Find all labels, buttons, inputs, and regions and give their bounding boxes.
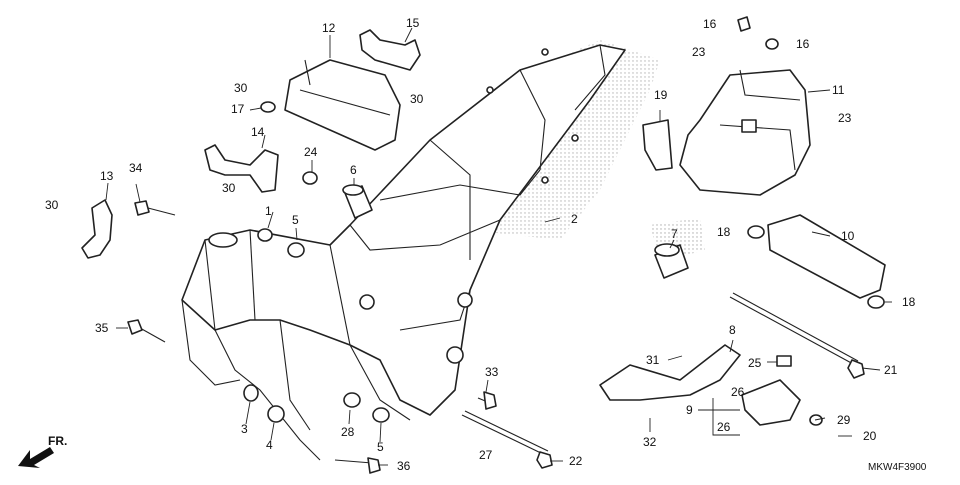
callout-24: 24 [304, 145, 318, 159]
callout-1: 1 [265, 204, 272, 218]
callout-18a: 18 [717, 225, 731, 239]
upper-bracket-12 [284, 59, 401, 151]
callout-9: 9 [686, 403, 693, 417]
callout-29: 29 [837, 413, 851, 427]
stay-15 [359, 29, 421, 71]
callout-5a: 5 [292, 213, 299, 227]
diagram-code: MKW4F3900 [868, 462, 927, 473]
callout-3: 3 [241, 422, 248, 436]
bracket-10 [747, 214, 886, 309]
callout-30b: 30 [410, 92, 424, 106]
callouts: 1 2 3 4 5 5 6 7 8 9 10 11 12 13 14 15 16… [45, 16, 927, 473]
callout-31: 31 [646, 353, 660, 367]
callout-26b: 26 [717, 420, 731, 434]
callout-6: 6 [350, 163, 357, 177]
callout-23a: 23 [692, 45, 706, 59]
callout-18b: 18 [902, 295, 916, 309]
callout-20: 20 [863, 429, 877, 443]
bracket-14 [204, 144, 279, 193]
front-arrow [18, 447, 54, 468]
callout-35: 35 [95, 321, 109, 335]
callout-25: 25 [748, 356, 762, 370]
callout-7: 7 [671, 227, 678, 241]
callout-34: 34 [129, 161, 143, 175]
callout-11: 11 [832, 83, 845, 97]
callout-28: 28 [341, 425, 355, 439]
callout-8: 8 [729, 323, 736, 337]
main-frame [181, 44, 626, 461]
guard-9 [741, 355, 823, 426]
callout-15: 15 [406, 16, 420, 30]
callout-30c: 30 [222, 181, 236, 195]
callout-16a: 16 [703, 17, 717, 31]
direction-label: FR. [48, 434, 67, 448]
callout-16b: 16 [796, 37, 810, 51]
callout-10: 10 [841, 229, 855, 243]
collars [243, 101, 689, 423]
bracket-13 [81, 199, 113, 259]
callout-26a: 26 [731, 385, 745, 399]
callout-5b: 5 [377, 440, 384, 454]
callout-12: 12 [322, 21, 336, 35]
callout-21: 21 [884, 363, 898, 377]
callout-33: 33 [485, 365, 499, 379]
callout-2: 2 [571, 212, 578, 226]
callout-19: 19 [654, 88, 668, 102]
callout-32: 32 [643, 435, 657, 449]
callout-27: 27 [479, 448, 493, 462]
callout-22: 22 [569, 454, 583, 468]
callout-30a: 30 [234, 81, 248, 95]
callout-14: 14 [251, 125, 265, 139]
band-19 [642, 119, 673, 171]
leader-lines [105, 27, 892, 466]
battery-box-11 [679, 16, 811, 196]
long-bolts [127, 200, 865, 474]
callout-4: 4 [266, 438, 273, 452]
callout-36: 36 [397, 459, 411, 473]
callout-13: 13 [100, 169, 114, 183]
callout-30d: 30 [45, 198, 59, 212]
callout-23b: 23 [838, 111, 852, 125]
callout-17: 17 [231, 102, 245, 116]
step-holder-8 [599, 344, 741, 401]
